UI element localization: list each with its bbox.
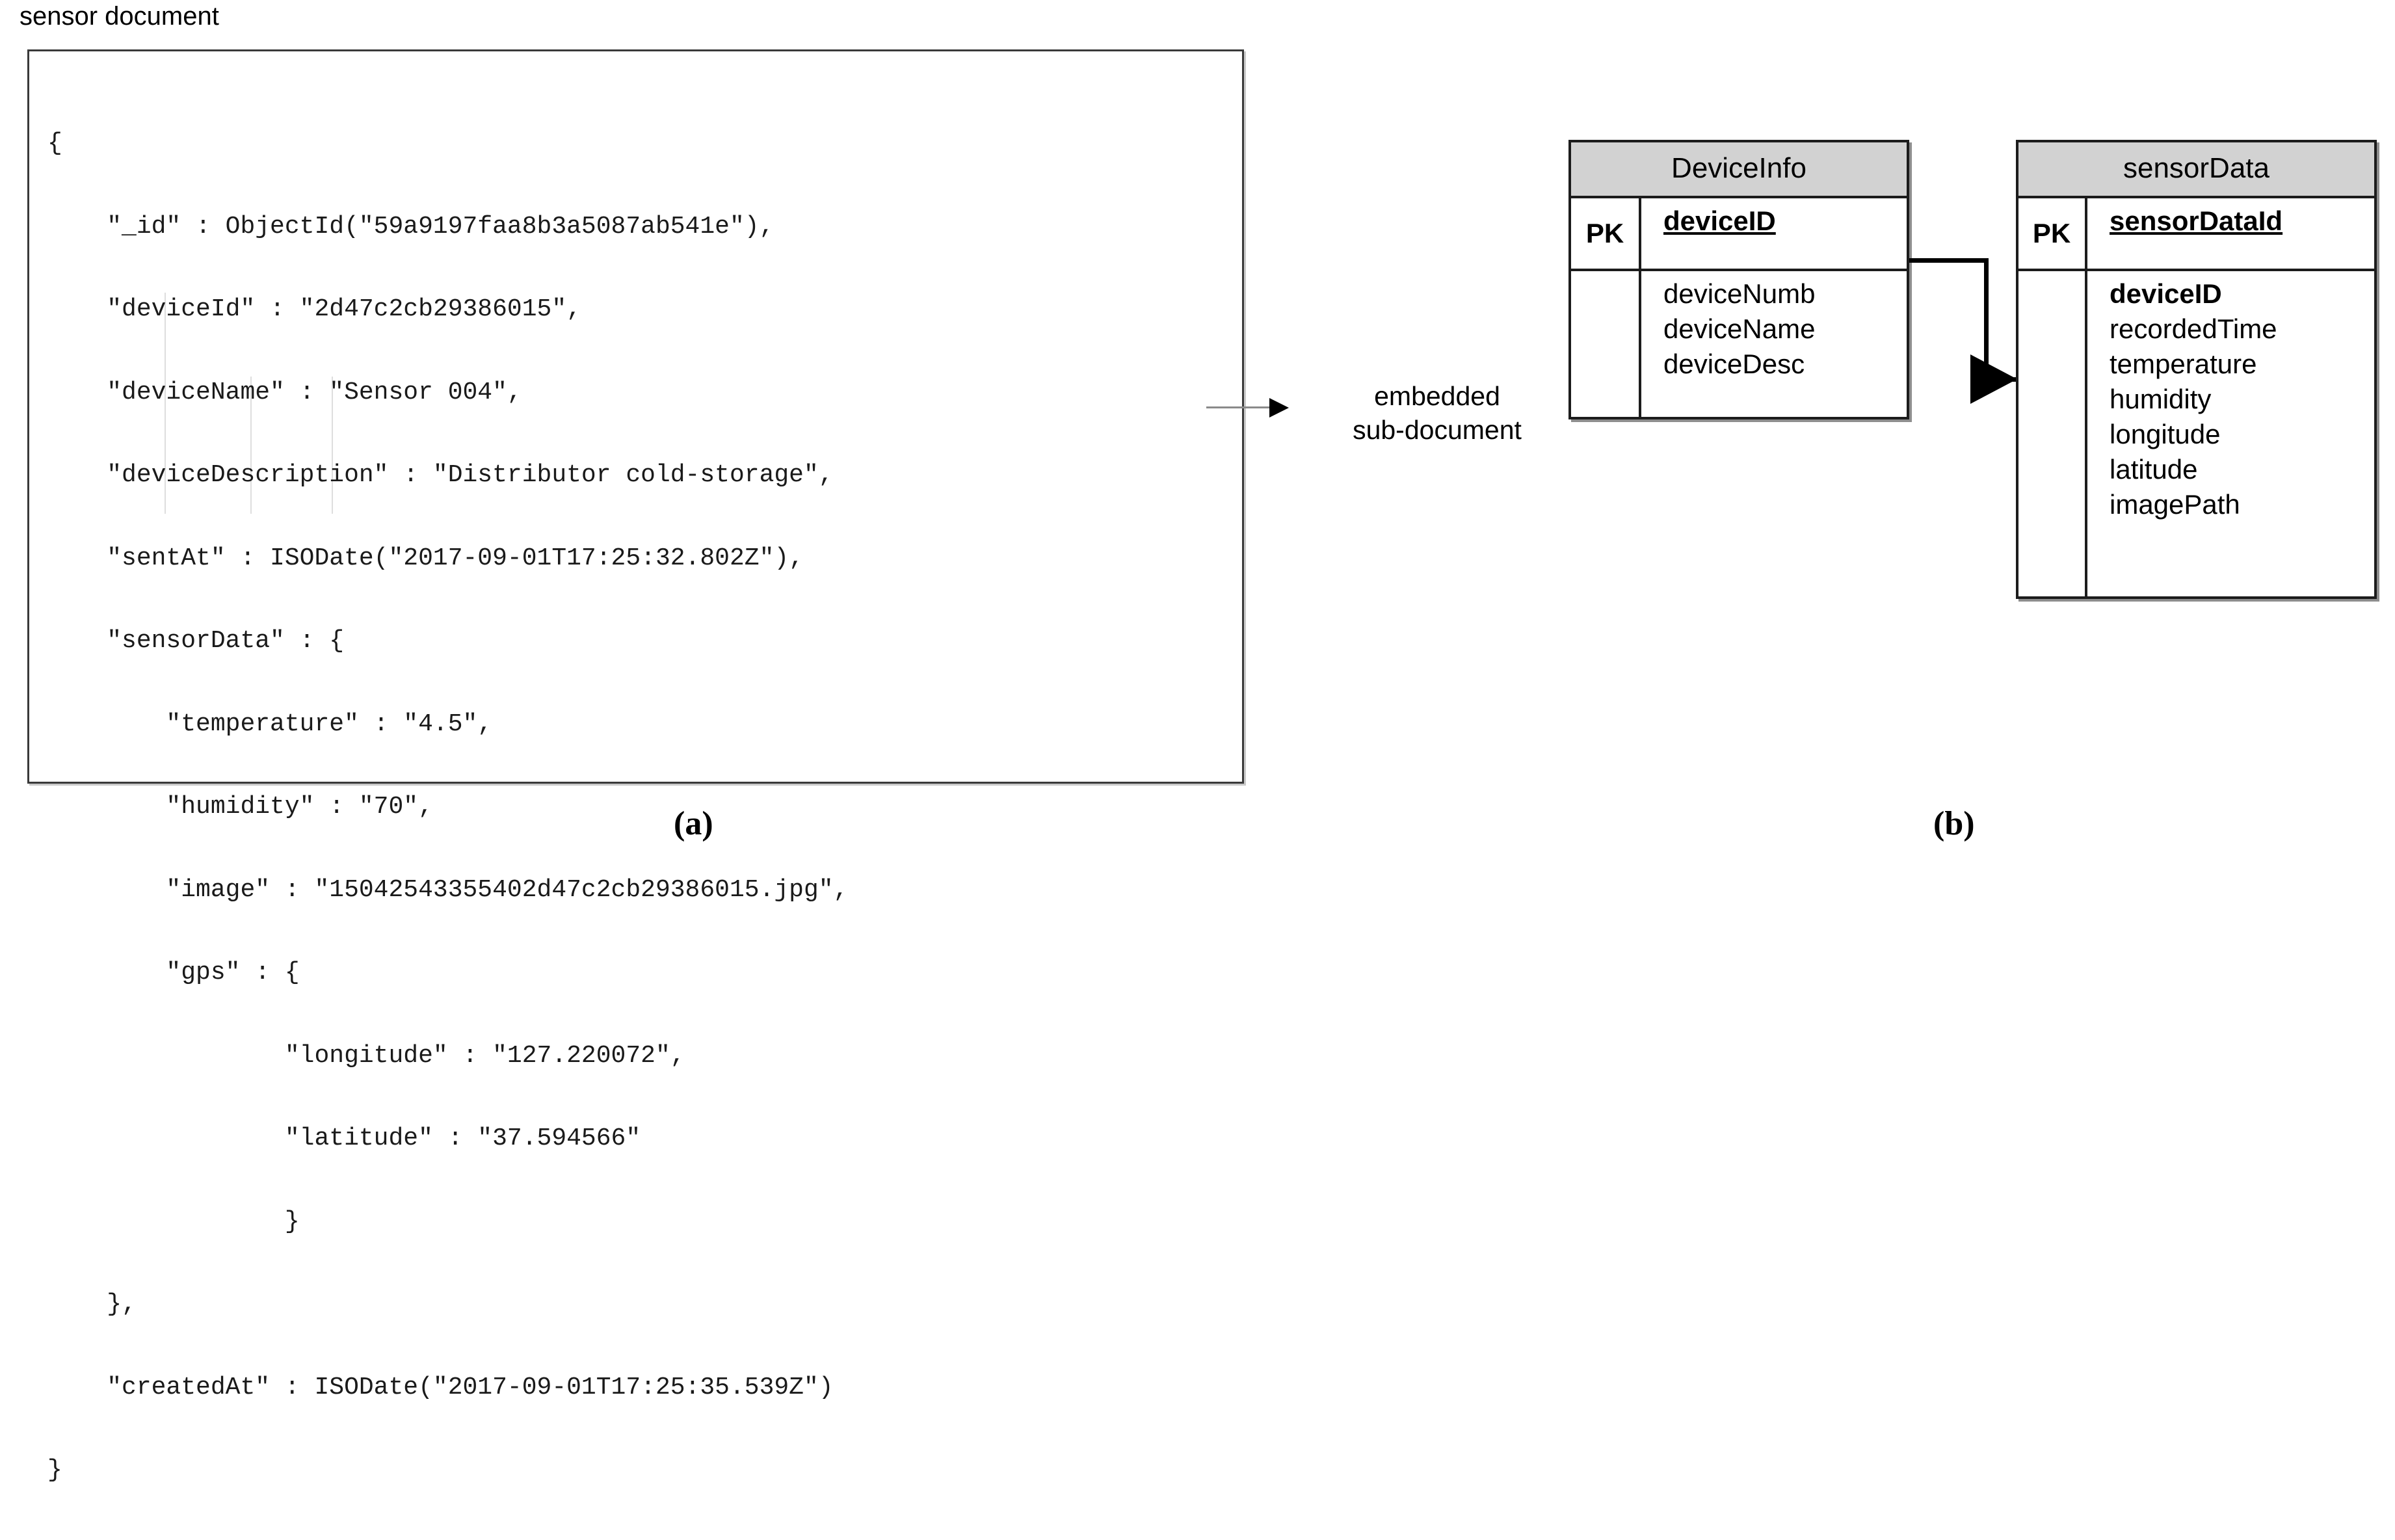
code-line: "image" : "15042543355402d47c2cb29386015…: [47, 875, 849, 904]
er-field-list: deviceID recordedTime temperature humidi…: [2087, 271, 2374, 596]
callout-arrow-icon: [1269, 398, 1289, 418]
er-key-blank: [1571, 271, 1641, 417]
panel-a-title: sensor document: [20, 2, 219, 31]
er-field: latitude: [2110, 454, 2198, 485]
indent-guide-3: [332, 377, 333, 514]
er-field: deviceName: [1663, 313, 1816, 344]
er-attribute-row: deviceNumb deviceName deviceDesc: [1571, 271, 1907, 417]
er-key-blank: [2018, 271, 2087, 596]
er-table-title: DeviceInfo: [1571, 142, 1907, 198]
er-field-list: deviceNumb deviceName deviceDesc: [1641, 271, 1907, 417]
code-line: "deviceName" : "Sensor 004",: [47, 378, 522, 406]
code-line: {: [47, 129, 62, 157]
code-line: }: [47, 1207, 300, 1236]
er-pk-row: PK deviceID: [1571, 198, 1907, 271]
embedded-label-line1: embedded: [1374, 381, 1500, 411]
er-table-deviceinfo: DeviceInfo PK deviceID deviceNumb device…: [1568, 140, 1909, 419]
er-field: deviceDesc: [1663, 349, 1805, 379]
code-line: }: [47, 1456, 62, 1484]
er-field: recordedTime: [2110, 313, 2277, 344]
er-table-sensordata: sensorData PK sensorDataId deviceID reco…: [2016, 140, 2377, 599]
code-line: "createdAt" : ISODate("2017-09-01T17:25:…: [47, 1373, 834, 1401]
callout-line: [1206, 406, 1271, 408]
er-pk-field: sensorDataId: [2087, 198, 2374, 269]
er-key-label: PK: [1571, 198, 1641, 269]
er-field: imagePath: [2110, 489, 2240, 520]
indent-guide-1: [165, 293, 166, 514]
code-line: "_id" : ObjectId("59a9197faa8b3a5087ab54…: [47, 212, 774, 241]
sensor-document-box: { "_id" : ObjectId("59a9197faa8b3a5087ab…: [27, 49, 1244, 1484]
code-line: "latitude" : "37.594566": [47, 1124, 641, 1152]
code-line: },: [47, 1290, 137, 1318]
er-table-title: sensorData: [2018, 142, 2374, 198]
code-line: "longitude" : "127.220072",: [47, 1041, 685, 1070]
caption-panel-a: (a): [674, 805, 713, 842]
er-field-primary-key: deviceID: [1663, 206, 1776, 236]
code-line: "deviceDescription" : "Distributor cold-…: [47, 461, 834, 489]
er-field: temperature: [2110, 349, 2257, 379]
er-attribute-row: deviceID recordedTime temperature humidi…: [2018, 271, 2374, 596]
er-field: longitude: [2110, 419, 2221, 449]
er-field-primary-key: sensorDataId: [2110, 206, 2283, 236]
caption-panel-b: (b): [1933, 805, 1975, 842]
code-line: "humidity" : "70",: [47, 793, 433, 821]
er-field: deviceNumb: [1663, 278, 1816, 309]
json-document-code: { "_id" : ObjectId("59a9197faa8b3a5087ab…: [29, 51, 1242, 1483]
embedded-subdocument-label: embedded sub-document: [1297, 379, 1577, 447]
code-line: "temperature" : "4.5",: [47, 710, 493, 738]
embedded-label-line2: sub-document: [1353, 415, 1522, 445]
er-pk-row: PK sensorDataId: [2018, 198, 2374, 271]
relationship-connector-segment: [1909, 258, 1989, 263]
code-line: "deviceId" : "2d47c2cb29386015",: [47, 295, 581, 323]
er-field: humidity: [2110, 384, 2212, 414]
code-line: "sentAt" : ISODate("2017-09-01T17:25:32.…: [47, 544, 804, 572]
er-pk-field: deviceID: [1641, 198, 1907, 269]
er-field-foreign-key: deviceID: [2110, 278, 2222, 309]
code-line: "gps" : {: [47, 959, 300, 987]
code-line: "sensorData" : {: [47, 627, 345, 655]
relationship-arrow-icon: [1970, 354, 2017, 404]
er-key-label: PK: [2018, 198, 2087, 269]
relationship-connector-segment: [1984, 258, 1989, 382]
indent-guide-2: [250, 377, 252, 514]
